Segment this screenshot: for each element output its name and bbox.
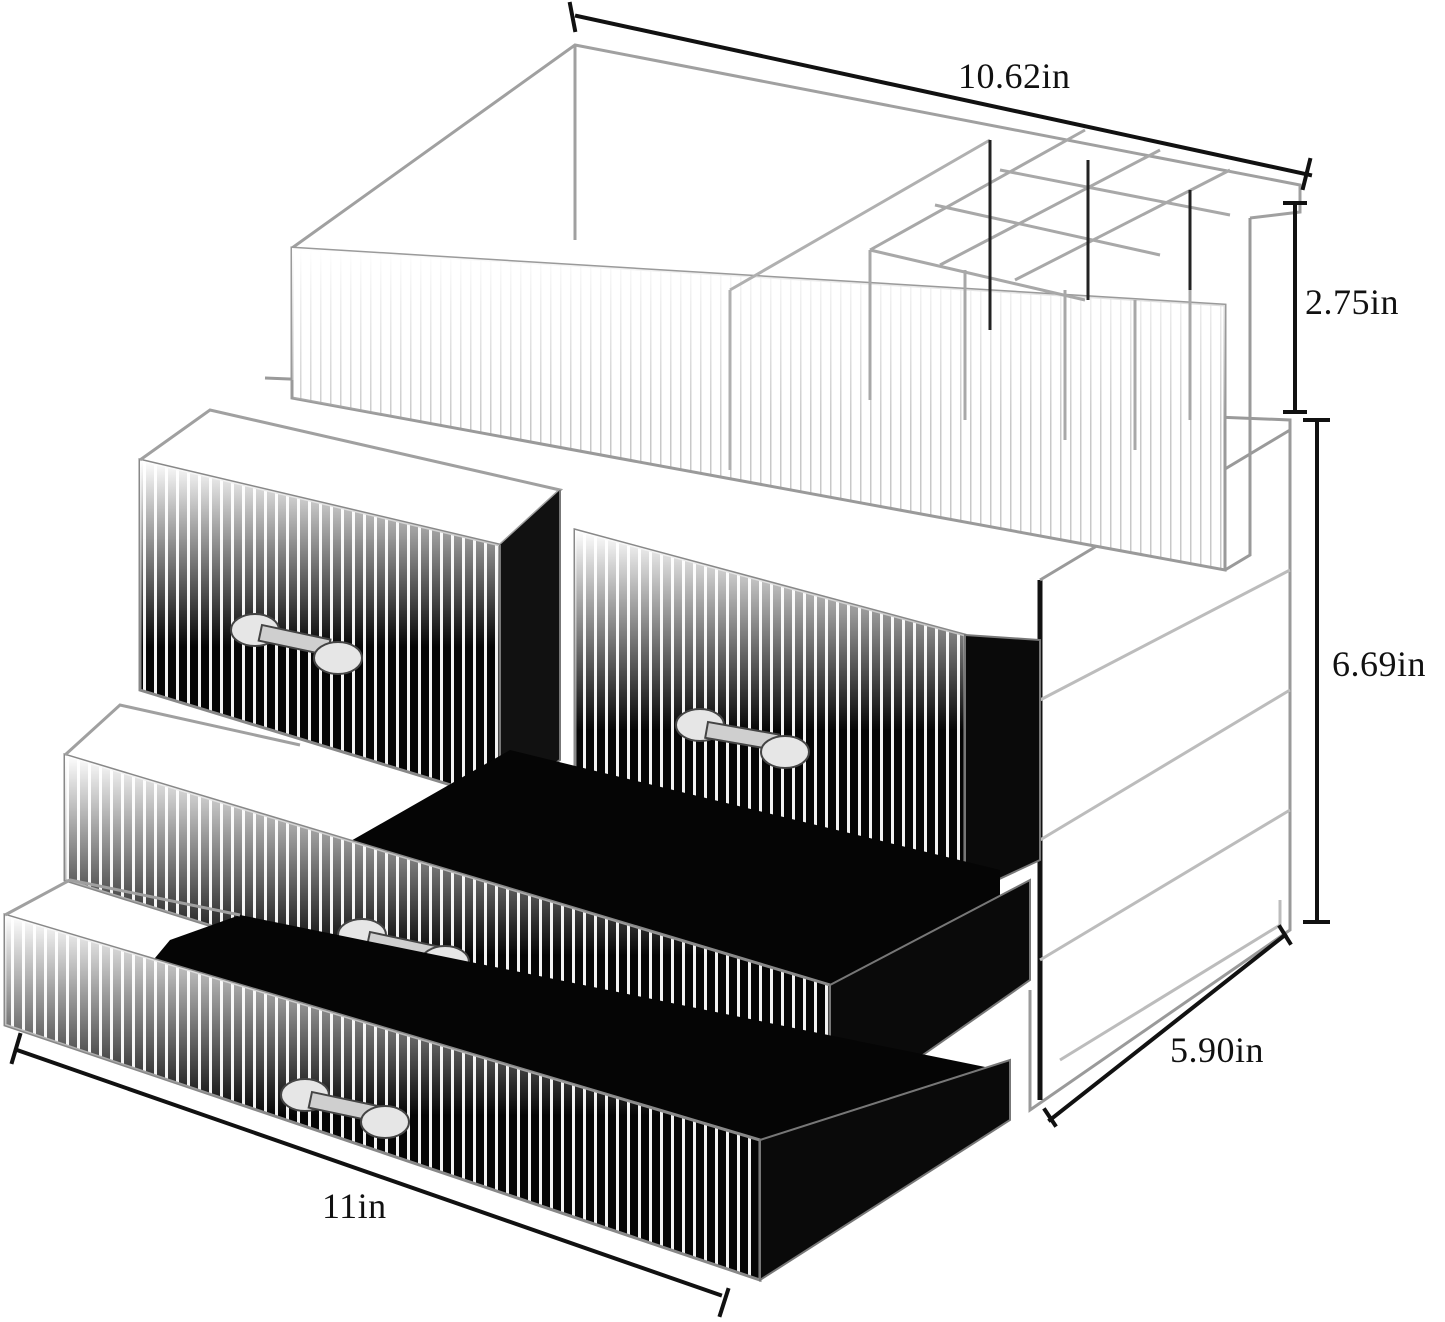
drawer-bottom	[3, 878, 1011, 1283]
dimension-label-body-height: 6.69in	[1332, 644, 1427, 684]
dimension-line-body-height	[1303, 418, 1330, 924]
top-tray	[290, 43, 1302, 572]
dimension-label-tray-height: 2.75in	[1305, 282, 1400, 322]
crystal-knob-icon	[675, 708, 810, 769]
dimension-label-top-width: 10.62in	[958, 56, 1071, 96]
dimension-line-depth	[1042, 924, 1293, 1128]
crystal-knob-icon	[280, 1078, 410, 1139]
dimension-line-tray-height	[1283, 201, 1307, 414]
dimension-lines	[9, 1, 1330, 1318]
dimension-line-top-width	[567, 1, 1313, 191]
dimension-label-front-width: 11in	[322, 1186, 387, 1226]
dimension-line-front-width	[9, 1032, 731, 1318]
dimension-label-depth: 5.90in	[1170, 1030, 1265, 1070]
drawer-top-left	[138, 408, 564, 803]
lipstick-grid	[868, 128, 1231, 450]
crystal-knob-icon	[230, 613, 363, 675]
